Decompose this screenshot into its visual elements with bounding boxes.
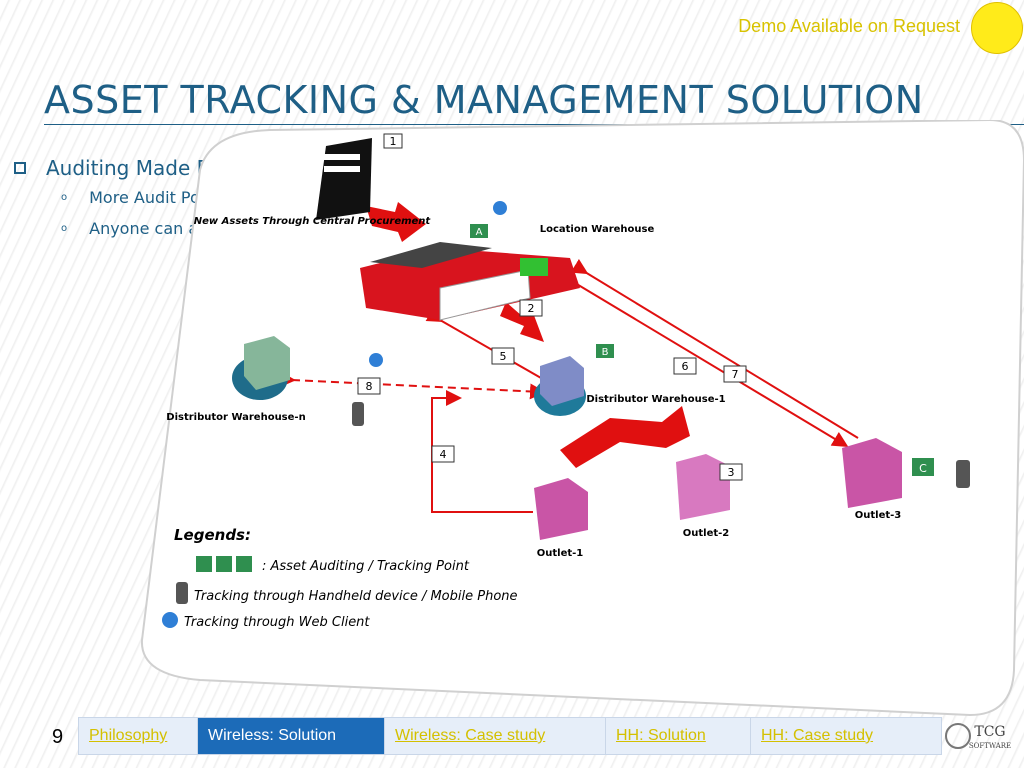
label-outlet-1: Outlet-1	[537, 548, 584, 559]
svg-text:7: 7	[732, 368, 739, 381]
legend-title: Legends:	[174, 526, 251, 544]
label-procurement: New Assets Through Central Procurement	[194, 216, 432, 227]
tab-philosophy[interactable]: Philosophy	[79, 718, 198, 754]
big-arrow-1	[366, 202, 426, 242]
square-bullet-icon	[14, 162, 26, 174]
mobile-phone-icon	[352, 402, 364, 426]
route-7	[570, 258, 859, 439]
svg-text:4: 4	[440, 448, 447, 461]
sun-decoration	[971, 2, 1023, 54]
label-distributor-1: Distributor Warehouse-1	[586, 394, 725, 405]
svg-text:2: 2	[528, 302, 535, 315]
tab-hh-case-study[interactable]: HH: Case study	[761, 727, 874, 744]
distributor-n-icon	[232, 336, 290, 400]
distributor-1-icon: B	[534, 344, 614, 416]
slide-title: ASSET TRACKING & MANAGEMENT SOLUTION	[44, 78, 924, 122]
legend: Legends: : Asset Auditing / Tracking Poi…	[162, 526, 518, 630]
label-outlet-2: Outlet-2	[683, 528, 730, 539]
big-arrow-3	[560, 406, 690, 468]
diagram-panel: 1 New Assets Through Central Procurement…	[140, 120, 1024, 717]
circle-bullet-icon: o	[61, 192, 68, 203]
outlet-3-icon: C	[842, 438, 934, 508]
svg-text:SOFTWARE: SOFTWARE	[969, 742, 1011, 750]
circle-bullet-icon: o	[61, 223, 68, 234]
location-warehouse-icon: A	[360, 224, 580, 321]
label-distributor-n: Distributor Warehouse-n	[166, 412, 305, 423]
route-8	[279, 371, 546, 400]
svg-text:3: 3	[728, 466, 735, 479]
svg-text:1: 1	[390, 135, 397, 148]
web-client-icon	[369, 353, 383, 367]
svg-text:B: B	[602, 347, 609, 358]
bullet-sub-text: More Audit Points	[89, 188, 229, 207]
svg-text:8: 8	[366, 380, 373, 393]
label-location-warehouse: Location Warehouse	[540, 224, 655, 235]
tab-wireless-case-study[interactable]: Wireless: Case study	[385, 718, 606, 754]
bullet-sub-1: o More Audit Points	[61, 188, 244, 207]
big-arrow-2	[500, 302, 544, 342]
tcg-logo: TCG SOFTWARE	[945, 723, 1011, 750]
tab-wireless-solution[interactable]: Wireless: Solution	[198, 718, 385, 754]
footer-nav: Philosophy Wireless: Solution Wireless: …	[78, 717, 942, 755]
legend-item-audit: : Asset Auditing / Tracking Point	[262, 559, 470, 574]
outlet-2-icon	[676, 454, 730, 520]
demo-link[interactable]: Demo Available on Request	[738, 16, 960, 36]
svg-text:TCG: TCG	[974, 724, 1005, 740]
outlet-1-icon	[534, 478, 588, 540]
procurement-server-icon: 1	[316, 133, 403, 220]
svg-text:C: C	[919, 462, 927, 475]
legend-item-handheld: Tracking through Handheld device / Mobil…	[194, 589, 518, 604]
mobile-phone-icon	[956, 460, 970, 488]
svg-text:5: 5	[500, 350, 507, 363]
legend-item-web: Tracking through Web Client	[184, 615, 370, 630]
label-outlet-3: Outlet-3	[855, 510, 902, 521]
route-6	[569, 279, 849, 448]
svg-text:6: 6	[682, 360, 689, 373]
title-underline	[44, 124, 1024, 125]
web-client-icon	[493, 201, 507, 215]
step-badges: 2 3 4 5 6 7 8	[357, 299, 747, 481]
tab-hh-solution[interactable]: HH: Solution	[606, 718, 751, 754]
page-number: 9	[52, 726, 64, 748]
svg-text:A: A	[476, 227, 483, 238]
